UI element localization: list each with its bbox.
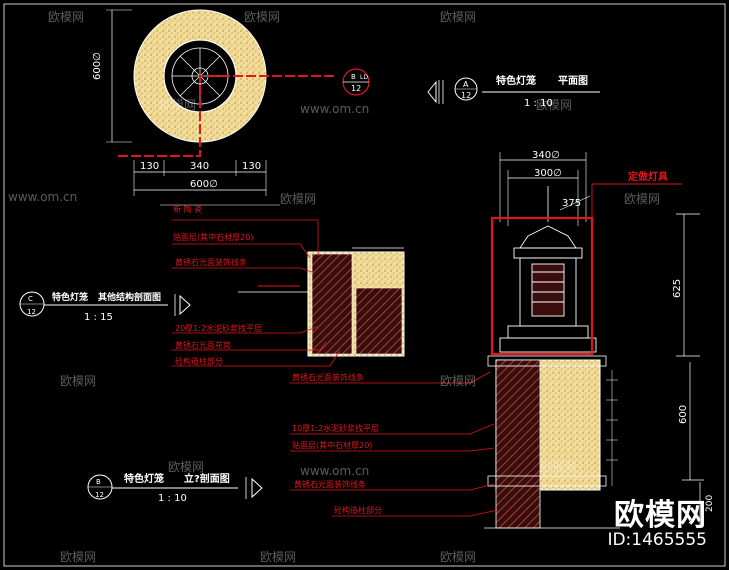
watermark: 欧模网 <box>540 460 577 474</box>
elev-label-3: 贴面层(其中石材厚20) <box>292 440 372 450</box>
watermark: 欧模网 <box>280 192 317 206</box>
plan-dim-total: 600∅ <box>190 179 218 190</box>
elevation-leaders <box>290 371 499 517</box>
elev-title: 特色灯笼 <box>124 472 164 485</box>
elev-dim-200: 200 <box>705 495 715 512</box>
detail-label-5: 黄锈石光面花岗 <box>175 340 231 350</box>
elev-label-5: 砼构造柱部分 <box>334 505 382 515</box>
section-cut-line <box>118 75 335 157</box>
detail-section <box>160 204 405 367</box>
watermark: 欧模网 <box>168 460 205 474</box>
plan-marker-mark: LD <box>360 74 368 81</box>
plan-title: 特色灯笼 <box>496 74 536 87</box>
elev-label-2: 10厚1:2水泥砂浆找平层 <box>292 423 379 433</box>
detail-scale: 1 : 15 <box>84 312 113 323</box>
detail-title-block <box>19 291 191 317</box>
brand-id: ID:1465555 <box>607 530 707 550</box>
detail-label-3: 黄锈石光面装饰线条 <box>175 257 247 267</box>
watermark: 欧模网 <box>440 374 477 388</box>
custom-lamp-frame <box>490 216 594 356</box>
elevation-view <box>290 152 704 529</box>
elev-dim-625: 625 <box>672 279 683 298</box>
detail-title: 特色灯笼 <box>52 291 88 303</box>
watermark: 欧模网 <box>60 374 97 388</box>
detail-subtitle: 其他结构剖面图 <box>98 291 161 303</box>
watermark: 欧模网 <box>536 98 573 112</box>
detail-tag-letter: C <box>28 295 33 303</box>
brand-logo-text: 欧模网 <box>614 498 707 533</box>
watermark-url: www.om.cn <box>300 464 370 478</box>
watermark: 欧模网 <box>440 10 477 24</box>
watermark: 欧模网 <box>244 10 281 24</box>
elev-dim-340: 340∅ <box>532 150 560 161</box>
watermark: 欧模网 <box>440 550 477 564</box>
drawing-border <box>3 3 726 567</box>
plan-view <box>106 9 370 196</box>
watermark-url: www.om.cn <box>8 190 78 204</box>
watermark: 欧模网 <box>160 98 197 112</box>
detail-label-2: 贴面层(其中石材厚20) <box>173 232 253 242</box>
elev-dim-300: 300∅ <box>534 168 562 179</box>
plan-tag-sheet: 12 <box>461 91 471 100</box>
elev-scale: 1 : 10 <box>158 493 187 504</box>
elev-subtitle: 立?剖面图 <box>184 472 230 485</box>
plan-dim-2: 340 <box>190 161 209 172</box>
plan-dim-3: 130 <box>242 161 261 172</box>
elev-label-4: 黄锈石光面装饰线条 <box>294 479 366 489</box>
pillar-core <box>495 359 541 529</box>
watermark: 欧模网 <box>260 550 297 564</box>
elev-tag-letter: B <box>96 478 101 486</box>
plan-scale: 1 : 10 <box>524 98 553 109</box>
watermark: 欧模网 <box>60 550 97 564</box>
plan-subtitle: 平面图 <box>558 75 588 87</box>
elev-tag-sheet: 12 <box>95 491 104 499</box>
watermark: 欧模网 <box>48 10 85 24</box>
custom-lamp-label: 定做灯具 <box>628 170 668 183</box>
detail-tag-sheet: 12 <box>27 308 36 316</box>
watermark-url: www.om.cn <box>300 102 370 116</box>
plan-dim-1: 130 <box>140 161 159 172</box>
elevation-title-block <box>87 474 263 500</box>
detail-label-4: 20厚1:2水泥砂浆找平层 <box>175 323 262 333</box>
plan-title-block <box>427 77 600 104</box>
elev-dim-600: 600 <box>678 405 689 424</box>
plan-marker-sheet: 12 <box>351 84 361 93</box>
plan-dim-height: 600∅ <box>92 52 103 80</box>
plan-marker-letter: B <box>351 73 356 81</box>
detail-leaders <box>172 219 341 367</box>
plan-tag-letter: A <box>463 80 469 89</box>
elev-dim-375: 375 <box>562 198 581 209</box>
detail-label-6: 砼构造柱部分 <box>175 356 223 366</box>
watermark: 欧模网 <box>624 192 661 206</box>
elev-label-1: 黄锈石光面装饰线条 <box>292 372 364 382</box>
detail-label-1: 新 陶 瓷 <box>173 204 202 214</box>
lamp-drawing <box>499 225 597 353</box>
